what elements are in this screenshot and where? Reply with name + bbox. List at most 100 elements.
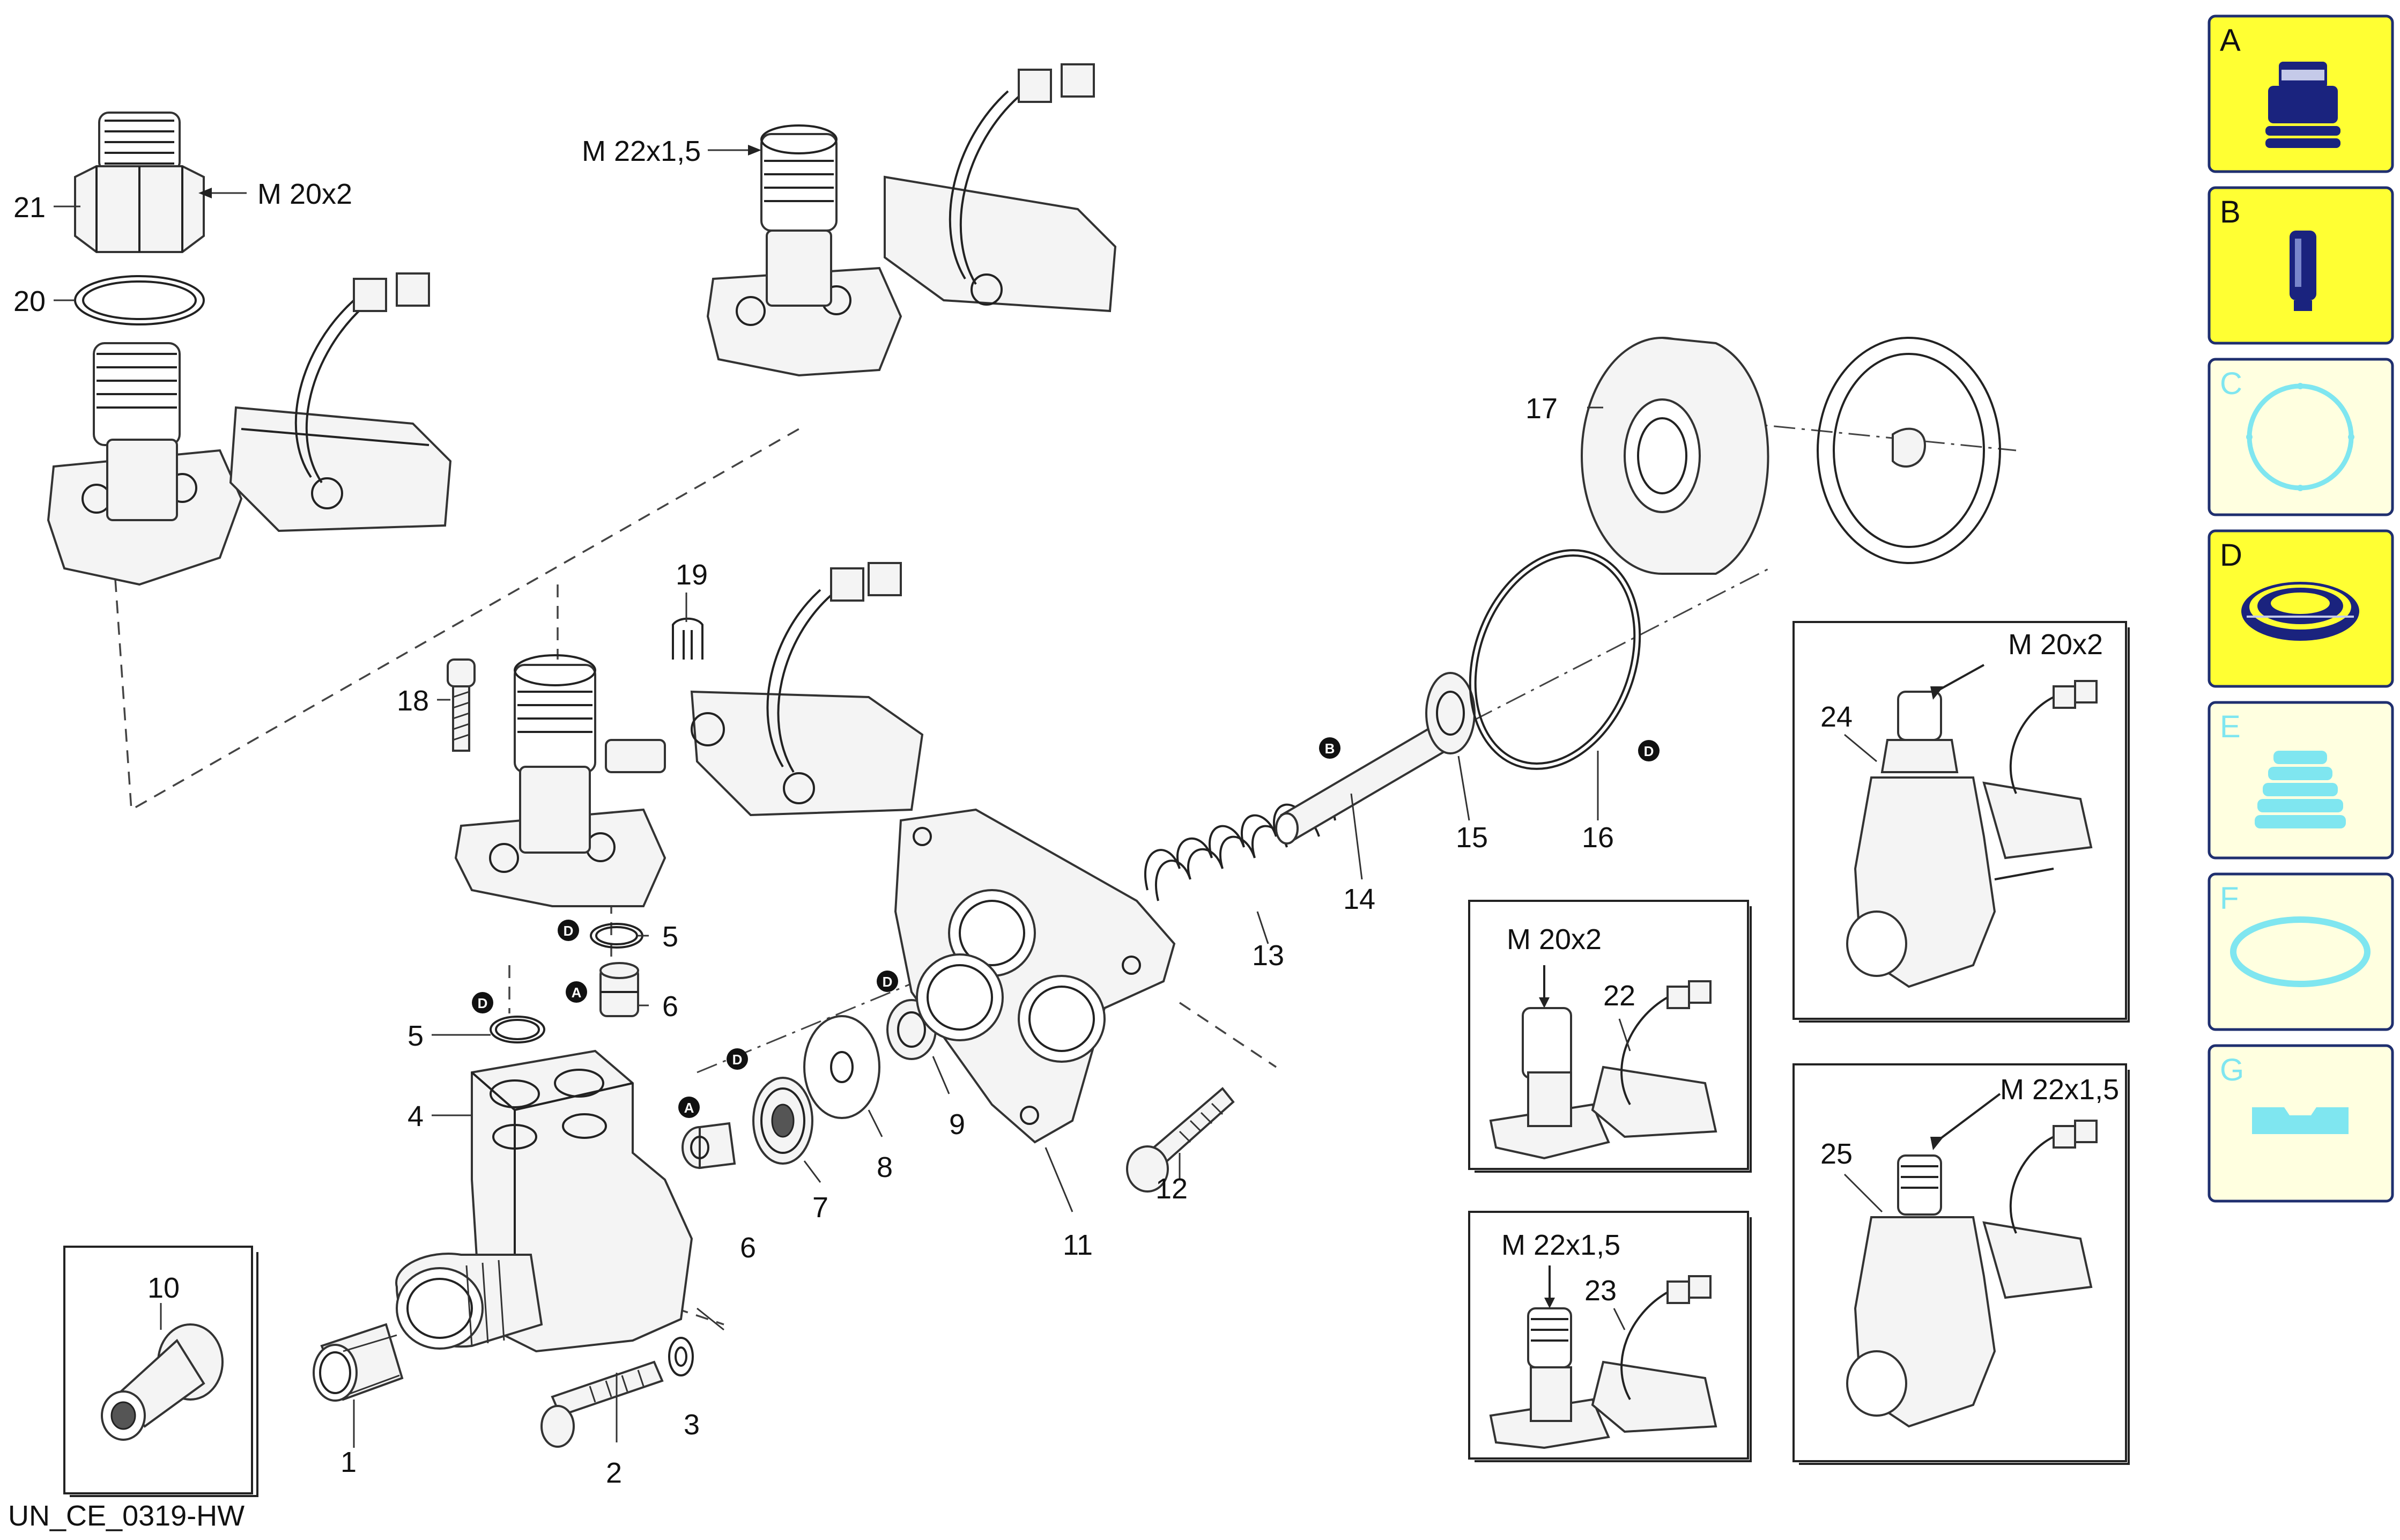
category-a-button[interactable]: A [2208, 14, 2394, 173]
nozzle-icon [2265, 62, 2340, 148]
svg-text:F: F [2220, 881, 2239, 916]
part-8-ring[interactable] [803, 1015, 880, 1119]
part-18-screw[interactable] [447, 658, 476, 752]
cylinder-icon [2290, 231, 2316, 311]
svg-text:D: D [883, 974, 893, 990]
part-19-clip[interactable] [672, 617, 703, 660]
label-5-lower: 5 [408, 1020, 424, 1052]
thread-label-m22x15-inset23: M 22x1,5 [1501, 1229, 1620, 1261]
label-11: 11 [1063, 1229, 1093, 1261]
thread-labels: M 20x2 M 22x1,5 M 20x2 M 22x1,5 M 20x2 M… [257, 135, 2119, 1261]
svg-text:D: D [1644, 743, 1654, 759]
leader-lines [54, 145, 1883, 1448]
part-4-pump-head[interactable] [395, 1049, 693, 1353]
category-d-button[interactable]: D [2208, 529, 2394, 688]
label-20: 20 [13, 285, 46, 317]
label-7: 7 [812, 1191, 828, 1224]
part-17-bearing[interactable] [1581, 337, 2001, 575]
category-e-button[interactable]: E [2208, 701, 2394, 860]
marker-group: D A D A D D B D [472, 737, 1660, 1118]
label-21: 21 [13, 191, 46, 224]
part-24-inset [1792, 621, 2130, 1023]
part-number-labels: 1 2 3 4 5 5 6 6 7 8 9 10 11 12 13 14 15 … [13, 191, 1853, 1489]
thread-label-m20x2-top: M 20x2 [257, 178, 352, 210]
label-18: 18 [397, 685, 429, 717]
ring-icon [2246, 383, 2354, 491]
label-10: 10 [147, 1272, 180, 1304]
part-5-o-ring-upper[interactable] [590, 923, 643, 949]
svg-text:B: B [1325, 741, 1335, 757]
marker-a-icon: A [566, 981, 587, 1003]
svg-text:D: D [564, 923, 574, 939]
thread-label-m22x15-inset25: M 22x1,5 [2000, 1073, 2119, 1106]
marker-a-icon: A [678, 1097, 700, 1118]
part-20-o-ring[interactable] [74, 275, 205, 325]
marker-d-icon: D [558, 920, 579, 941]
category-f-button[interactable]: F [2208, 872, 2394, 1031]
svg-text:B: B [2220, 195, 2241, 229]
part-16-o-ring[interactable] [1441, 526, 1669, 793]
sensor-housing-center [454, 562, 924, 907]
label-1: 1 [340, 1446, 357, 1478]
thread-label-m20x2-inset24: M 20x2 [2008, 628, 2103, 661]
svg-text:D: D [478, 995, 488, 1011]
part-2-screw[interactable] [540, 1360, 664, 1448]
label-3: 3 [684, 1409, 700, 1441]
label-22: 22 [1603, 980, 1635, 1012]
sensor-housing-top-center [706, 63, 1117, 377]
part-23-inset [1468, 1211, 1752, 1462]
category-c-button[interactable]: C [2208, 358, 2394, 516]
label-2: 2 [606, 1457, 622, 1489]
svg-text:E: E [2220, 709, 2241, 744]
label-16: 16 [1582, 821, 1614, 854]
part-12-screw[interactable] [1126, 1087, 1235, 1193]
label-9: 9 [949, 1108, 965, 1141]
label-13: 13 [1252, 939, 1284, 972]
part-22-inset [1468, 900, 1752, 1173]
part-5-o-ring-lower[interactable] [490, 1016, 545, 1043]
label-5-upper: 5 [662, 921, 678, 953]
part-10-inset [63, 1246, 258, 1497]
label-6-lower: 6 [740, 1232, 756, 1264]
label-8: 8 [877, 1151, 893, 1183]
drawing-code: UN_CE_0319-HW [8, 1500, 245, 1532]
label-14: 14 [1343, 883, 1375, 915]
part-6-valve-upper[interactable] [599, 962, 639, 1017]
seal-icon [2241, 582, 2359, 641]
svg-text:A: A [572, 984, 582, 1001]
label-6-upper: 6 [662, 990, 678, 1023]
thread-label-m20x2-inset22: M 20x2 [1507, 923, 1602, 956]
label-25: 25 [1820, 1138, 1853, 1170]
part-3-washer[interactable] [668, 1337, 694, 1376]
label-19: 19 [676, 559, 708, 591]
label-15: 15 [1456, 821, 1488, 854]
thread-label-m22x15-top: M 22x1,5 [582, 135, 701, 167]
part-1-filter[interactable] [313, 1323, 404, 1402]
bellows-icon [2255, 751, 2346, 828]
label-17: 17 [1525, 393, 1558, 425]
label-23: 23 [1584, 1275, 1617, 1307]
flat-gasket-icon [2252, 1107, 2349, 1134]
category-b-button[interactable]: B [2208, 186, 2394, 345]
svg-text:G: G [2220, 1053, 2244, 1087]
svg-text:A: A [684, 1100, 694, 1116]
label-24: 24 [1820, 701, 1853, 733]
part-6-valve-lower[interactable] [682, 1122, 736, 1169]
marker-d-icon: D [472, 992, 493, 1013]
svg-text:A: A [2220, 23, 2241, 58]
marker-d-icon: D [1638, 740, 1660, 761]
svg-text:C: C [2220, 366, 2242, 401]
marker-d-icon: D [727, 1048, 748, 1070]
category-sidebar: A B C [2208, 14, 2394, 1203]
part-7-seal[interactable] [752, 1077, 813, 1165]
part-21-adapter[interactable] [74, 112, 205, 253]
part-25-inset [1792, 1063, 2130, 1465]
part-11-cylinder-cover[interactable] [894, 808, 1176, 1144]
part-15-seal[interactable] [1425, 672, 1476, 754]
svg-text:D: D [732, 1052, 743, 1068]
marker-b-icon: B [1319, 737, 1340, 759]
sensor-housing-top-left [47, 272, 452, 586]
svg-text:D: D [2220, 538, 2242, 573]
category-g-button[interactable]: G [2208, 1044, 2394, 1203]
